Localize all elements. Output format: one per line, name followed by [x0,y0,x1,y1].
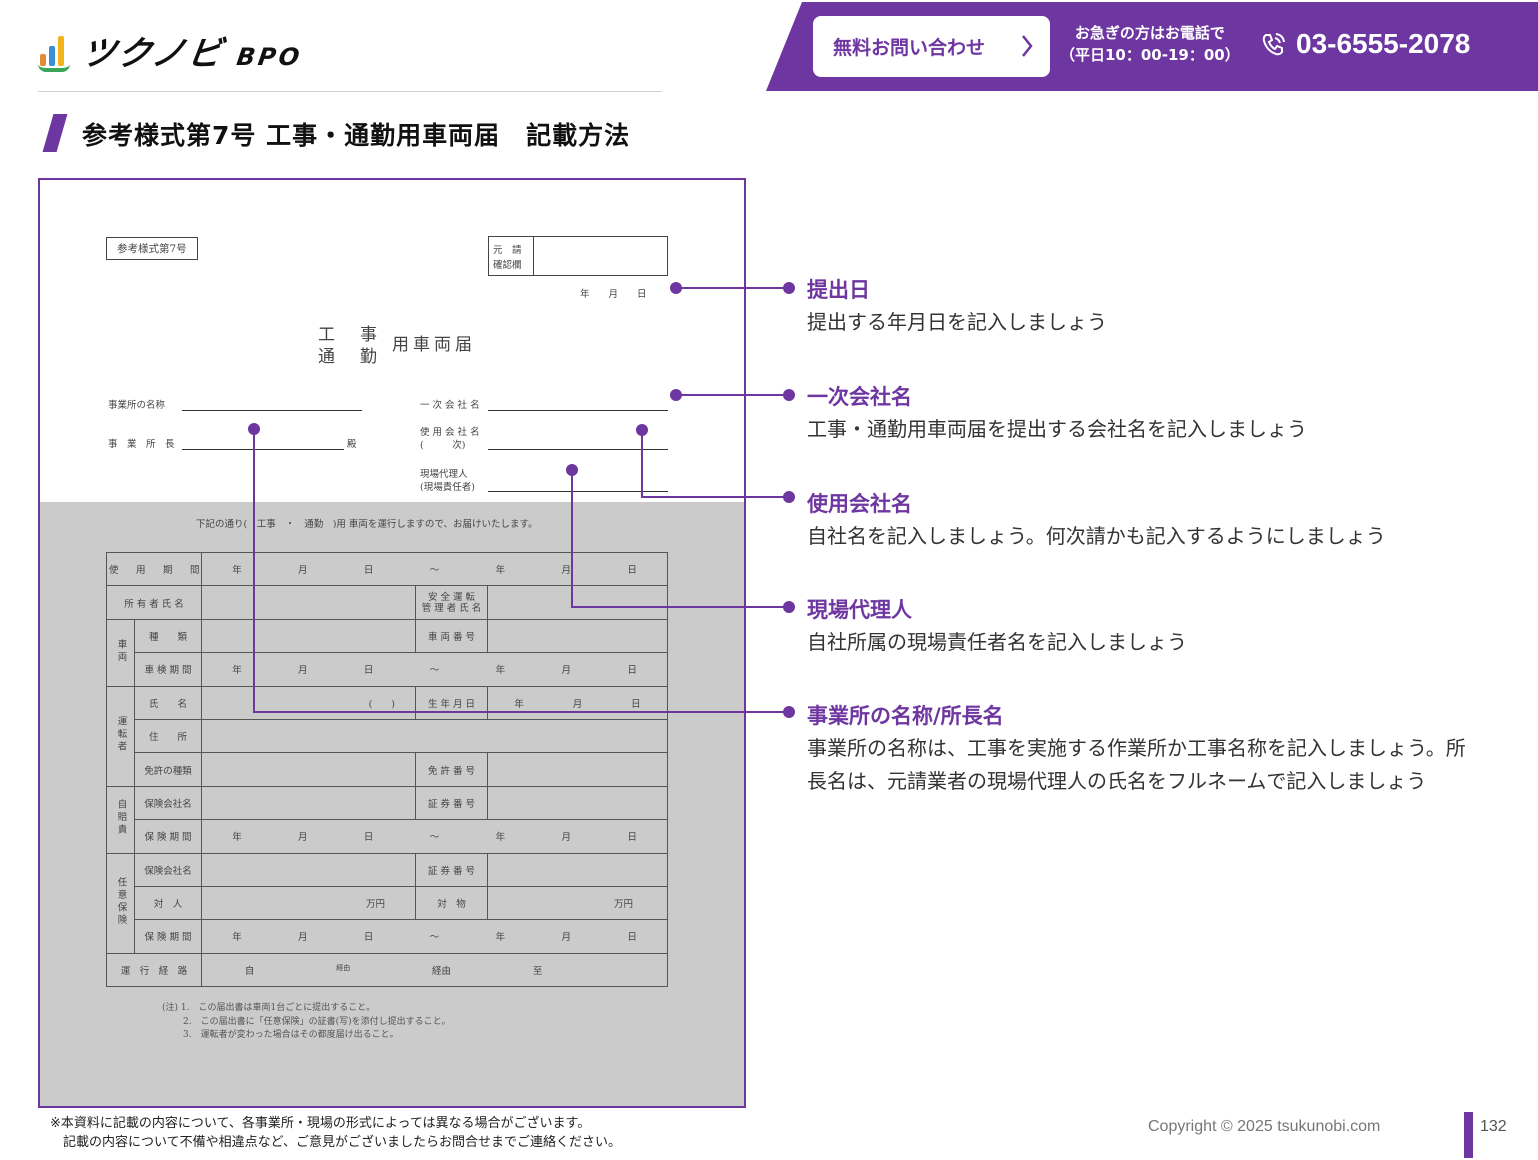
jibai-company-label: 保険会社名 [133,785,203,821]
agent-label: 現場代理人 [420,469,468,480]
form-note-2: 2. この届出書に「任意保険」の証書(写)を添付し提出すること。 [183,1016,451,1027]
callout-site-agent-desc: 自社所属の現場責任者名を記入しましょう [807,630,1187,654]
form-title-a2: 通 勤 [318,347,381,367]
callout-primary-company-desc: 工事・通勤用車両届を提出する会社名を記入しましょう [807,417,1307,441]
callout-primary-company-title: 一次会社名 [807,385,912,409]
jibai-period-label: 保 険 期 間 [133,819,203,854]
using-company-tier: ( 次) [420,440,466,451]
driver-name-label: 氏 名 [133,685,203,720]
route-value: 自経由経由至 [201,952,669,988]
person-yen: 万円 [201,885,417,921]
agent-sub-label: (現場責任者) [420,482,475,493]
chevron-right-icon [1022,35,1033,57]
inspection-label: 車 検 期 間 [133,652,203,687]
free-inquiry-button[interactable]: 無料お問い合わせ [813,16,1050,77]
form-sample-image: 参考様式第7号 元 請 確認欄 年 月 日 工 事 通 勤 用車両届 事業所の名… [38,178,746,1108]
footer-disclaimer: ※本資料に記載の内容について、各事業所・現場の形式によっては異なる場合がございま… [50,1116,621,1150]
form-intro-text: 下記の通り( 工事 ・ 通勤 )用 車両を運行しますので、お届けいたします。 [196,519,538,530]
route-label: 運 行 経 路 [105,952,203,988]
phone-icon [1262,33,1285,56]
row-period-value: 年月日〜年月日 [201,551,669,587]
page-title: 参考様式第7号 工事・通勤用車両届 記載方法 [82,121,631,150]
copyright-text: Copyright © 2025 tsukunobi.com [1148,1118,1381,1135]
form-note-3: 3. 運転者が変わった場合はその都度届け出ること。 [183,1030,399,1040]
free-inquiry-label: 無料お問い合わせ [833,37,986,59]
form-date: 年 月 日 [580,289,647,300]
license-no-label: 免 許 番 号 [415,752,489,787]
page-number: 132 [1480,1118,1507,1135]
form-number-box: 参考様式第7号 [106,237,198,260]
driver-age-paren: ( ) [201,685,417,720]
driver-address-label: 住 所 [133,718,203,754]
phone-number-link[interactable]: 03-6555-2078 [1258,28,1470,60]
safety-manager-label: 安 全 運 転管 理 者 氏 名 [415,585,489,620]
office-head-label: 事 業 所 長 [108,439,175,450]
person-coverage-label: 対 人 [133,885,203,921]
license-type-label: 免許の種類 [133,752,203,787]
vehicle-plate-label: 車 両 番 号 [415,618,489,654]
form-title-b: 用車両届 [392,335,476,355]
jibai-cert-label: 証 券 番 号 [415,785,489,821]
inspection-value: 年月日〜年月日 [201,652,669,687]
vehicle-group-label: 車両 [106,618,135,687]
voluntary-cert-label: 証 券 番 号 [415,852,489,887]
driver-group-label: 運転者 [106,685,135,787]
voluntary-company-label: 保険会社名 [133,852,203,887]
title-accent-bar [42,114,68,152]
confirm-label-b: 確認欄 [493,260,522,271]
property-coverage-label: 対 物 [415,885,489,921]
voluntary-period-value: 年月日〜年月日 [201,919,669,954]
form-note-1: (注) 1. この届出書は車両1台ごとに提出すること。 [162,1003,376,1013]
logo-chart-icon [38,28,72,72]
callout-office-name-desc: 事業所の名称は、工事を実施する作業所か工事名称を記入しましょう。所長名は、元請業… [807,736,1466,793]
callout-using-company-desc: 自社名を記入しましょう。何次請かも記入するようにしましょう [807,524,1386,548]
form-title-a1: 工 事 [318,325,381,345]
hotline-hours: （平日10：00-19：00） [1060,46,1240,64]
logo-wordmark: ツクノビ BPO [78,33,305,74]
row-owner-label: 所 有 者 氏 名 [105,585,203,620]
row-period-label: 使 用 期 間 [105,551,203,587]
callout-office-name-title: 事業所の名称/所長名 [807,704,1004,728]
office-name-label: 事業所の名称 [108,400,166,411]
phone-number: 03-6555-2078 [1296,28,1471,59]
form-table: 使 用 期 間 年月日〜年月日 所 有 者 氏 名 安 全 運 転管 理 者 氏… [105,551,669,988]
voluntary-period-label: 保 険 期 間 [133,919,203,954]
property-yen: 万円 [487,885,669,921]
hotline-line-1: お急ぎの方はお電話で [1074,24,1225,42]
callout-submission-date-title: 提出日 [807,278,870,302]
driver-birth-label: 生 年 月 日 [415,685,489,720]
page-number-bar [1464,1112,1473,1158]
header-divider [38,91,662,92]
driver-birth-value: 年月日 [487,685,669,720]
confirm-label-a: 元 請 [493,245,522,256]
dono-label: 殿 [347,439,357,450]
using-company-label: 使 用 会 社 名 [420,427,480,438]
voluntary-group-label: 任意保険 [106,852,135,954]
callout-site-agent-title: 現場代理人 [807,598,912,622]
vehicle-kind-label: 種 類 [133,618,203,654]
form-notes: (注) 1. この届出書は車両1台ごとに提出すること。 2. この届出書に「任意… [162,1002,451,1043]
brand-logo[interactable]: ツクノビ BPO [38,26,304,74]
callout-submission-date-desc: 提出する年月日を記入しましょう [807,310,1107,334]
confirm-box: 元 請 確認欄 [488,236,668,276]
callout-using-company-title: 使用会社名 [807,492,912,516]
primary-company-label: 一 次 会 社 名 [420,400,480,411]
jibai-group-label: 自賠責 [106,785,135,854]
jibai-period-value: 年月日〜年月日 [201,819,669,854]
hotline-note: お急ぎの方はお電話で （平日10：00-19：00） [1060,22,1240,66]
